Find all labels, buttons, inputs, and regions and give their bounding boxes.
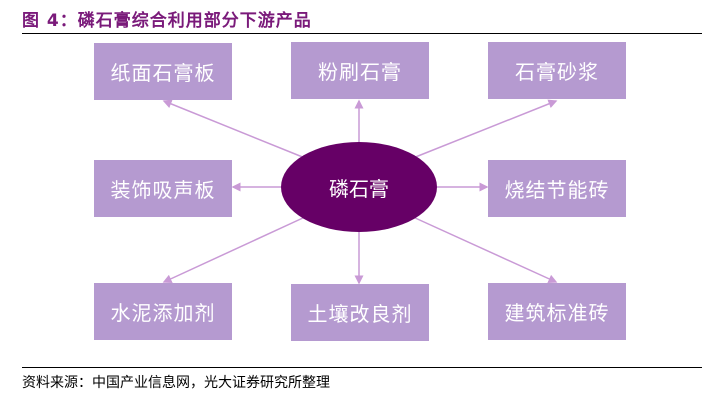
product-box: 石膏砂浆 xyxy=(488,42,626,99)
product-box: 建筑标准砖 xyxy=(488,283,626,340)
product-box: 水泥添加剂 xyxy=(94,283,232,340)
figure-title: 图 4：磷石膏综合利用部分下游产品 xyxy=(22,11,312,31)
arrow xyxy=(412,216,558,283)
product-box: 装饰吸声板 xyxy=(94,160,232,217)
arrow xyxy=(162,216,306,283)
arrow xyxy=(412,99,558,159)
source-note: 资料来源：中国产业信息网，光大证券研究所整理 xyxy=(22,375,330,391)
product-box: 土壤改良剂 xyxy=(291,284,429,341)
title-divider xyxy=(22,33,702,34)
arrow xyxy=(162,99,306,159)
source-divider xyxy=(22,367,702,368)
center-node: 磷石膏 xyxy=(281,142,437,232)
product-box: 粉刷石膏 xyxy=(291,42,429,99)
product-box: 纸面石膏板 xyxy=(94,43,232,100)
product-box: 烧结节能砖 xyxy=(488,160,626,217)
